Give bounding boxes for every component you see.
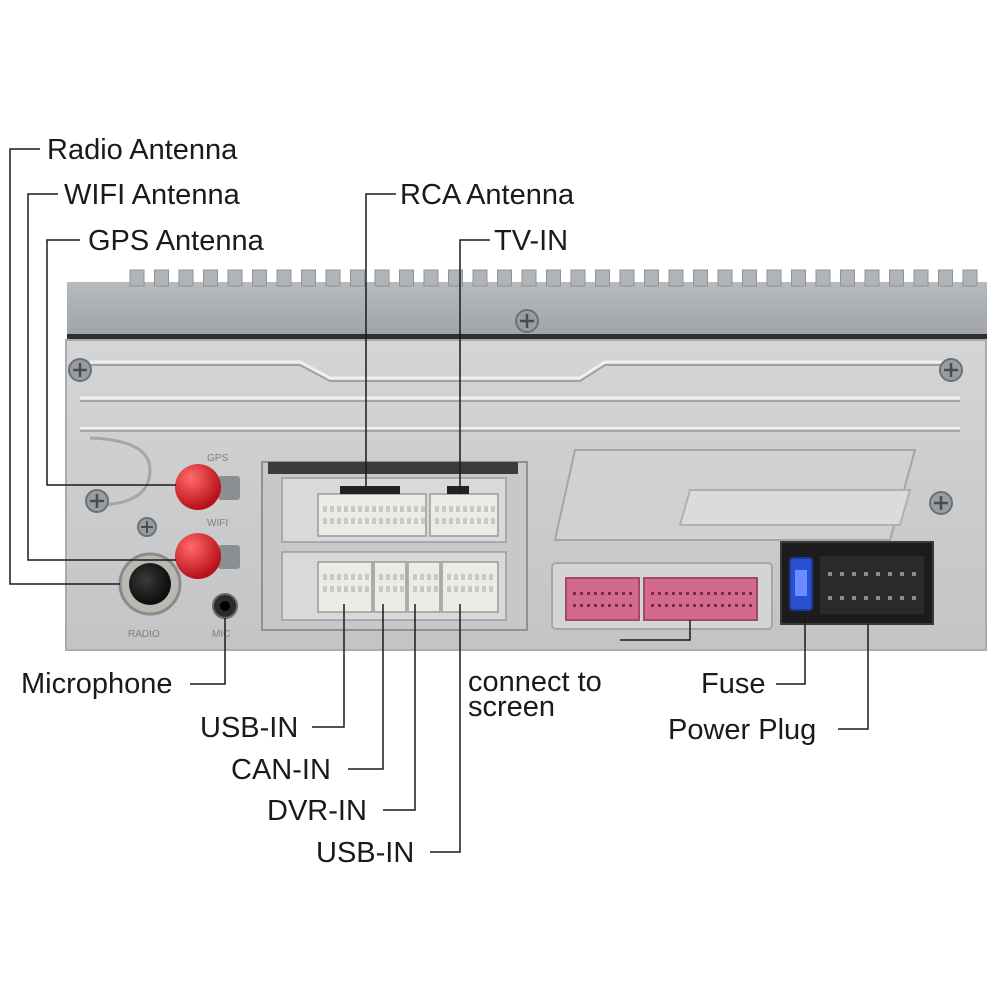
label-tv-in: TV-IN xyxy=(494,225,569,257)
label-rca-antenna: RCA Antenna xyxy=(400,179,575,211)
microphone-jack xyxy=(212,593,238,619)
fuse xyxy=(789,557,813,611)
white-connector-block xyxy=(441,561,499,613)
label-usb-in-2: USB-IN xyxy=(316,837,415,869)
label-wifi-antenna: WIFI Antenna xyxy=(64,179,240,211)
screws xyxy=(68,309,963,537)
label-dvr-in: DVR-IN xyxy=(267,795,367,827)
white-connector-block xyxy=(429,493,499,537)
label-connect-to-screen-line1: connect to xyxy=(468,666,602,698)
wifi-antenna-connector xyxy=(175,533,240,579)
radio-antenna-socket xyxy=(118,552,182,616)
leader-microphone xyxy=(190,618,226,685)
radio-marking: RADIO xyxy=(128,629,160,640)
label-connect-to-screen-line2: screen xyxy=(468,691,556,723)
label-connect-to-screen: connect to screen xyxy=(468,666,602,723)
white-connectors xyxy=(317,486,499,613)
leader-connect-screen xyxy=(620,620,691,641)
screw-top-center xyxy=(515,309,539,333)
screw-right-upper xyxy=(939,358,963,382)
leader-fuse xyxy=(776,611,806,685)
label-can-in: CAN-IN xyxy=(231,754,331,786)
leader-radio-antenna xyxy=(9,148,120,585)
wifi-marking: WIFI xyxy=(207,518,228,529)
label-power-plug: Power Plug xyxy=(668,714,817,746)
screw-small-left xyxy=(137,517,157,537)
leader-lines xyxy=(9,148,869,853)
leader-gps-antenna xyxy=(46,239,176,486)
screw-left-lower xyxy=(85,489,109,513)
leader-wifi-antenna xyxy=(27,193,176,561)
screen-connector-panel xyxy=(551,562,773,630)
mic-marking: MIC xyxy=(212,629,230,640)
white-connector-block xyxy=(317,561,373,613)
leader-usb-in-2 xyxy=(430,604,461,853)
heatsink-fins xyxy=(129,269,978,287)
label-gps-antenna: GPS Antenna xyxy=(88,225,264,257)
screw-left-upper xyxy=(68,358,92,382)
label-radio-antenna: Radio Antenna xyxy=(47,134,238,166)
leader-can-in xyxy=(348,604,384,770)
screw-right-lower xyxy=(929,491,953,515)
gps-marking: GPS xyxy=(207,453,228,464)
leader-power-plug xyxy=(838,624,869,730)
label-fuse: Fuse xyxy=(701,668,766,700)
label-usb-in-1: USB-IN xyxy=(200,712,299,744)
leader-usb-in-1 xyxy=(312,604,345,728)
white-connector-block xyxy=(373,561,407,613)
leader-rca-antenna xyxy=(365,193,396,492)
white-connector-block xyxy=(407,561,441,613)
leader-tv-in xyxy=(459,239,490,492)
white-connector-block xyxy=(317,493,427,537)
leader-dvr-in xyxy=(383,604,416,811)
gps-antenna-connector xyxy=(175,464,240,510)
label-microphone: Microphone xyxy=(21,668,173,700)
